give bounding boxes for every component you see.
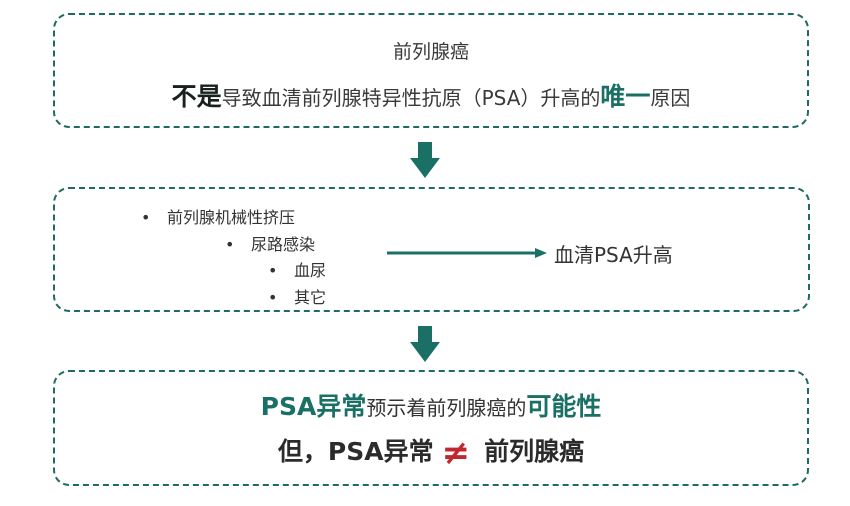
conclusion-middle: 预示着前列腺癌的 [366, 396, 527, 420]
list-item: •血尿 [268, 261, 327, 280]
box-conclusion: PSA异常预示着前列腺癌的可能性 但，PSA异常≠ 前列腺癌 [53, 370, 809, 486]
cause-label: 前列腺机械性挤压 [167, 208, 296, 227]
down-arrow-icon [410, 142, 440, 178]
right-arrow-icon [387, 248, 547, 258]
cause-label: 血尿 [294, 261, 327, 280]
cause-label: 尿路感染 [251, 235, 316, 254]
psa-abnormal-text: PSA异常 [260, 392, 367, 421]
box1-title: 前列腺癌 [392, 41, 469, 63]
result-label: 血清PSA升高 [554, 243, 673, 267]
list-item: •前列腺机械性挤压 [141, 208, 296, 227]
box-cause-statement: 前列腺癌 不是导致血清前列腺特异性抗原（PSA）升高的唯一原因 [53, 13, 809, 128]
box1-statement: 不是导致血清前列腺特异性抗原（PSA）升高的唯一原因 [55, 77, 807, 113]
conclusion-right: 前列腺癌 [484, 437, 585, 466]
list-item: •其它 [268, 288, 327, 307]
down-arrow-icon [410, 326, 440, 362]
statement-middle: 导致血清前列腺特异性抗原（PSA）升高的 [221, 86, 601, 110]
conclusion-line-1: PSA异常预示着前列腺癌的可能性 [55, 387, 807, 423]
cause-label: 其它 [294, 288, 327, 307]
bold-not-text: 不是 [171, 82, 222, 111]
bold-only-text: 唯一 [600, 82, 651, 111]
conclusion-line-2: 但，PSA异常≠ 前列腺癌 [55, 432, 807, 473]
conclusion-left: 但，PSA异常 [277, 437, 434, 466]
not-equal-icon: ≠ [441, 433, 471, 473]
statement-end: 原因 [650, 86, 691, 110]
box-other-causes: •前列腺机械性挤压 •尿路感染 •血尿 •其它 血清PSA升高 [53, 187, 810, 312]
list-item: •尿路感染 [225, 235, 316, 254]
possibility-text: 可能性 [526, 392, 602, 421]
